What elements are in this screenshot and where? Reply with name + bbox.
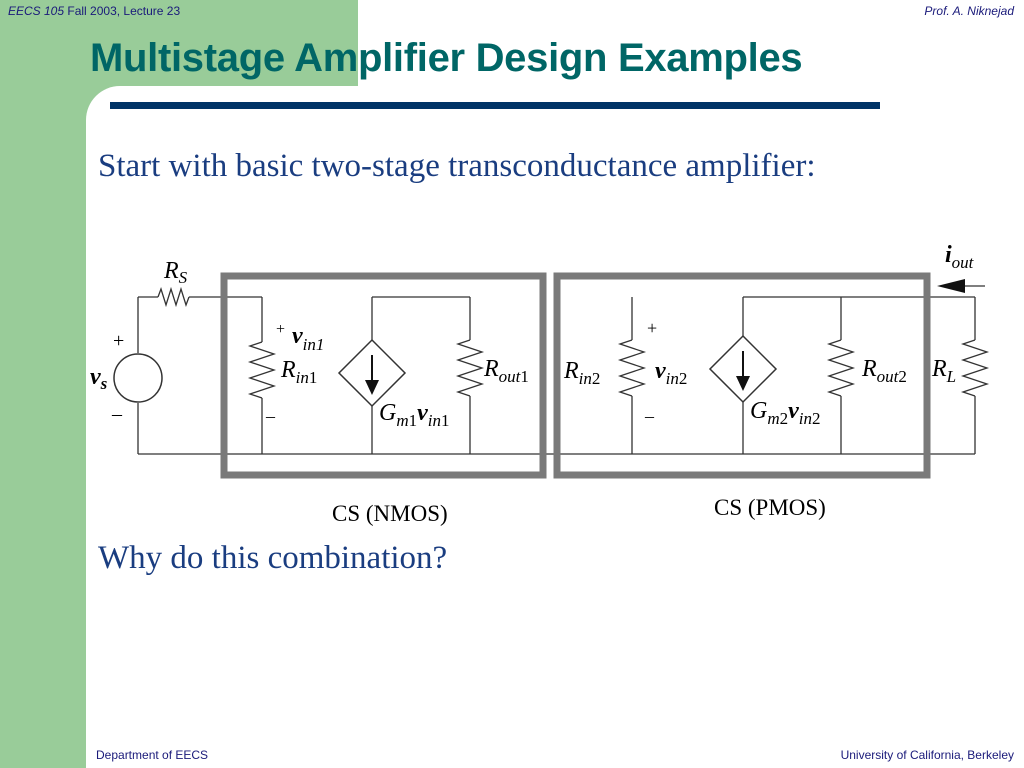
rout2-label: Rout2 [861,356,907,386]
stage2-label: CS (PMOS) [714,495,826,520]
header-lecture: Fall 2003, Lecture 23 [67,4,181,18]
vin2-plus: + [647,318,657,338]
gm2-label: Gm2vin2 [750,398,821,428]
gm1-label: Gm1vin1 [379,400,450,430]
gm2-source [708,334,778,404]
footer-department: Department of EECS [96,748,209,762]
vin2-label: vin2 [655,358,687,388]
header-author: Prof. A. Niknejad [924,4,1014,18]
rs-label: RS [163,258,188,287]
gm1-source [337,338,407,408]
intro-text: Start with basic two-stage transconducta… [98,148,816,184]
vin1-plus: + [276,321,285,338]
vin2-minus: – [644,406,655,426]
iout-label: iout [945,242,975,272]
vs-label: vs [90,364,108,393]
vs-plus: + [113,330,124,352]
header-course-info: EECS 105 Fall 2003, Lecture 23 [8,4,180,18]
stage2-box [553,272,931,479]
header-course: EECS 105 [8,4,65,18]
title-underline [110,102,880,109]
vs-source [113,353,163,403]
stage1-box [220,272,547,479]
side-decor-bar [0,0,86,768]
circuit-labels: RS + – vs + – vin1 Rin1 Gm1vin1 Rout1 Ri… [90,242,975,526]
stage1-label: CS (NMOS) [332,501,448,526]
vin1-minus: – [265,406,276,426]
rl-label: RL [931,356,956,386]
corner-decor-round [86,86,154,154]
footer-university: University of California, Berkeley [840,748,1014,762]
rout1-label: Rout1 [483,356,529,386]
slide-title: Multistage Amplifier Design Examples [90,36,803,80]
rin1-label: Rin1 [280,357,317,387]
vs-minus: – [111,403,123,425]
circuit-wires [137,285,990,455]
question-text: Why do this combination? [98,540,448,576]
rin2-label: Rin2 [563,358,600,388]
iout-arrowhead [937,279,965,293]
header-decor-block [0,0,358,86]
stage-boxes [220,272,931,479]
vin1-label: vin1 [292,323,324,354]
